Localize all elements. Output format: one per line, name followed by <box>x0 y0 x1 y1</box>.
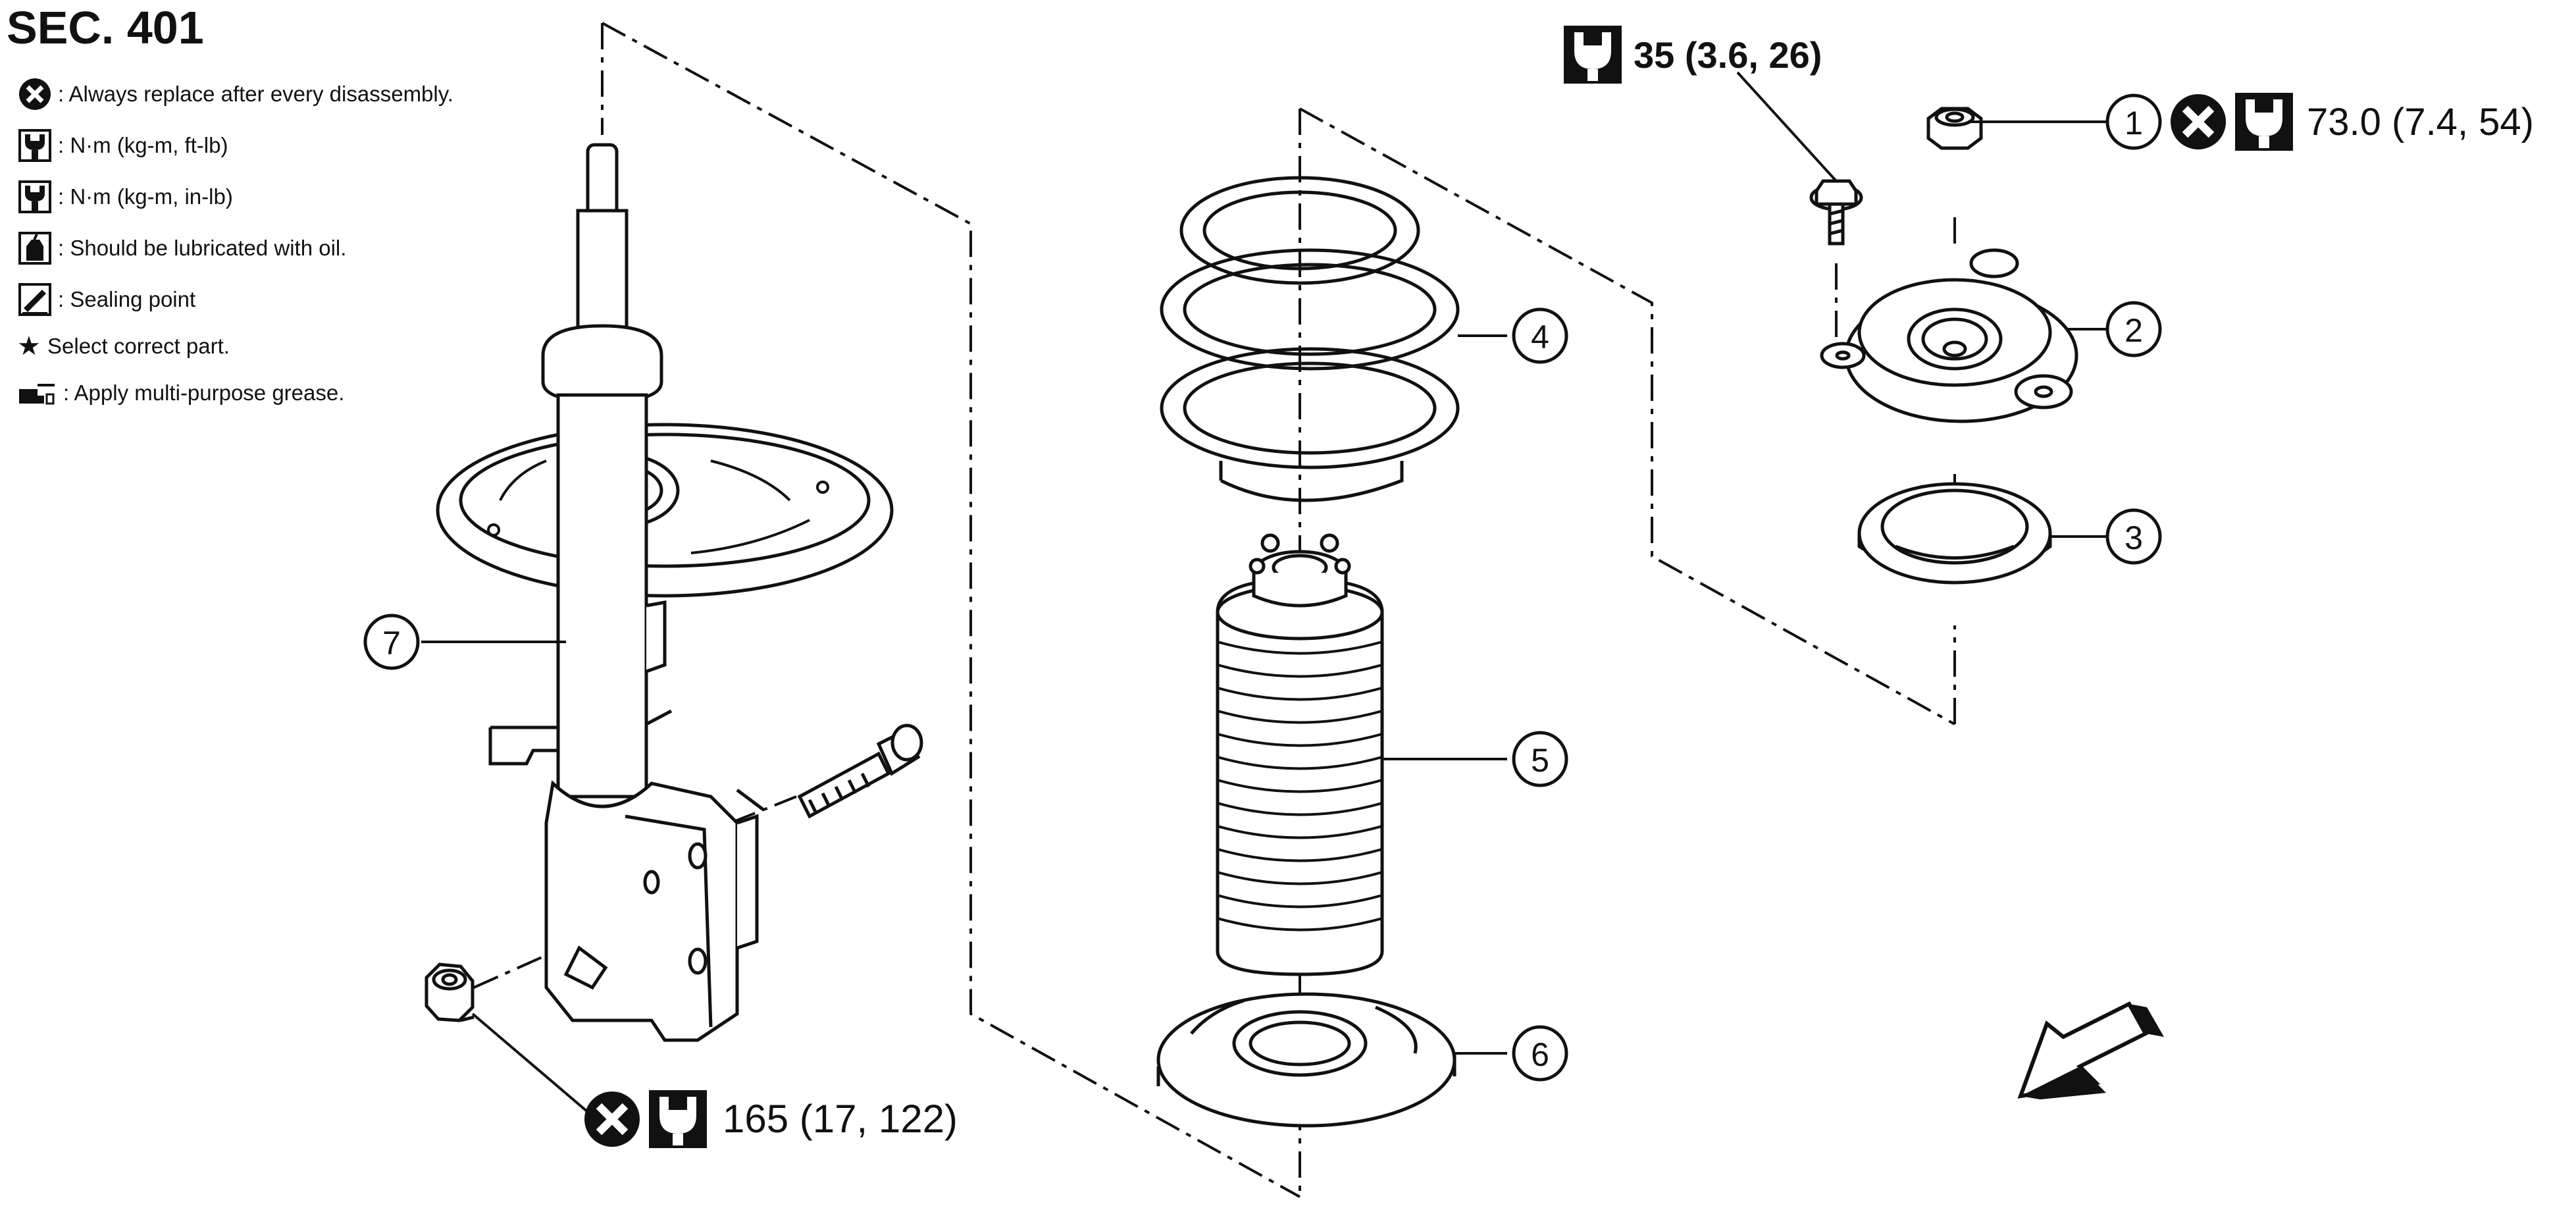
legend-text-sealant: : Sealing point <box>58 287 196 311</box>
wrench-torque-icon <box>2235 93 2293 151</box>
callout-markers <box>363 93 2162 1082</box>
section-title: SEC. 401 <box>7 2 204 53</box>
dust-boot <box>1216 533 1384 976</box>
callout-1-label: 1 <box>2125 105 2143 142</box>
callout-7 <box>363 614 420 670</box>
callout-3 <box>2105 508 2162 565</box>
callout-6 <box>1512 1025 1568 1082</box>
legend-item-star: ★ Select correct part. <box>17 330 453 362</box>
callout-4-label: 4 <box>1531 319 1549 355</box>
oil-can-icon <box>18 232 51 265</box>
legend-item-sealant: : Sealing point <box>17 279 453 320</box>
legend-item-torque-in: : N·m (kg-m, in-lb) <box>17 176 453 217</box>
sealant-icon <box>18 283 51 316</box>
legend-text-replace: : Always replace after every disassembly… <box>58 82 453 106</box>
callout-4 <box>1512 307 1568 364</box>
replace-x-icon <box>19 78 51 110</box>
torque-top-bolt-value: 35 (3.6, 26) <box>1634 34 1822 76</box>
star-icon: ★ <box>17 332 41 361</box>
knuckle-nut <box>425 962 475 1022</box>
callout-5-label: 5 <box>1531 742 1549 779</box>
legend-text-torque-in: : N·m (kg-m, in-lb) <box>58 184 233 209</box>
callout-2-label: 2 <box>2125 312 2143 349</box>
wrench-torque-icon <box>649 1090 707 1148</box>
wrench-torque-icon <box>1564 26 1622 84</box>
strut-assembly <box>436 143 894 1042</box>
callout-5 <box>1512 731 1568 787</box>
legend-text-grease: : Apply multi-purpose grease. <box>63 381 345 405</box>
legend-text-star: Select correct part. <box>47 334 230 358</box>
coil-spring <box>1160 176 1460 502</box>
legend-item-replace: : Always replace after every disassembly… <box>17 74 453 115</box>
strut-bearing <box>1857 482 2052 585</box>
callout-6-label: 6 <box>1531 1036 1549 1073</box>
top-bolt <box>1809 179 1863 246</box>
torque-nut-1: 73.0 (7.4, 54) <box>2171 93 2534 151</box>
grease-gun-icon <box>19 384 55 405</box>
legend: : Always replace after every disassembly… <box>17 74 453 424</box>
lower-spring-seat <box>1156 992 1456 1128</box>
legend-text-oil: : Should be lubricated with oil. <box>58 236 347 260</box>
callout-3-label: 3 <box>2125 519 2143 556</box>
callout-7-label: 7 <box>382 625 401 662</box>
replace-x-icon <box>2171 94 2226 149</box>
legend-item-grease: : Apply multi-purpose grease. <box>17 373 453 413</box>
wrench-torque-icon <box>18 129 51 162</box>
knuckle-bolt <box>797 723 923 819</box>
top-nut <box>1926 107 1983 150</box>
torque-top-bolt: 35 (3.6, 26) <box>1564 26 1822 84</box>
legend-item-torque-ft: : N·m (kg-m, ft-lb) <box>17 125 453 166</box>
callout-2 <box>2105 301 2162 357</box>
torque-knuckle-nut-value: 165 (17, 122) <box>723 1097 958 1141</box>
front-arrow-icon <box>2017 1001 2164 1099</box>
replace-x-icon <box>584 1092 640 1147</box>
legend-item-oil: : Should be lubricated with oil. <box>17 228 453 269</box>
callout-1 <box>2105 93 2162 150</box>
boot-rings <box>1217 641 1383 932</box>
torque-knuckle-nut: 165 (17, 122) <box>584 1090 958 1148</box>
legend-text-torque-ft: : N·m (kg-m, ft-lb) <box>58 133 228 157</box>
leader-lines <box>421 71 2107 1117</box>
torque-nut-1-value: 73.0 (7.4, 54) <box>2307 101 2534 144</box>
strut-mount <box>1820 248 2078 423</box>
wrench-torque-small-icon <box>18 180 51 213</box>
